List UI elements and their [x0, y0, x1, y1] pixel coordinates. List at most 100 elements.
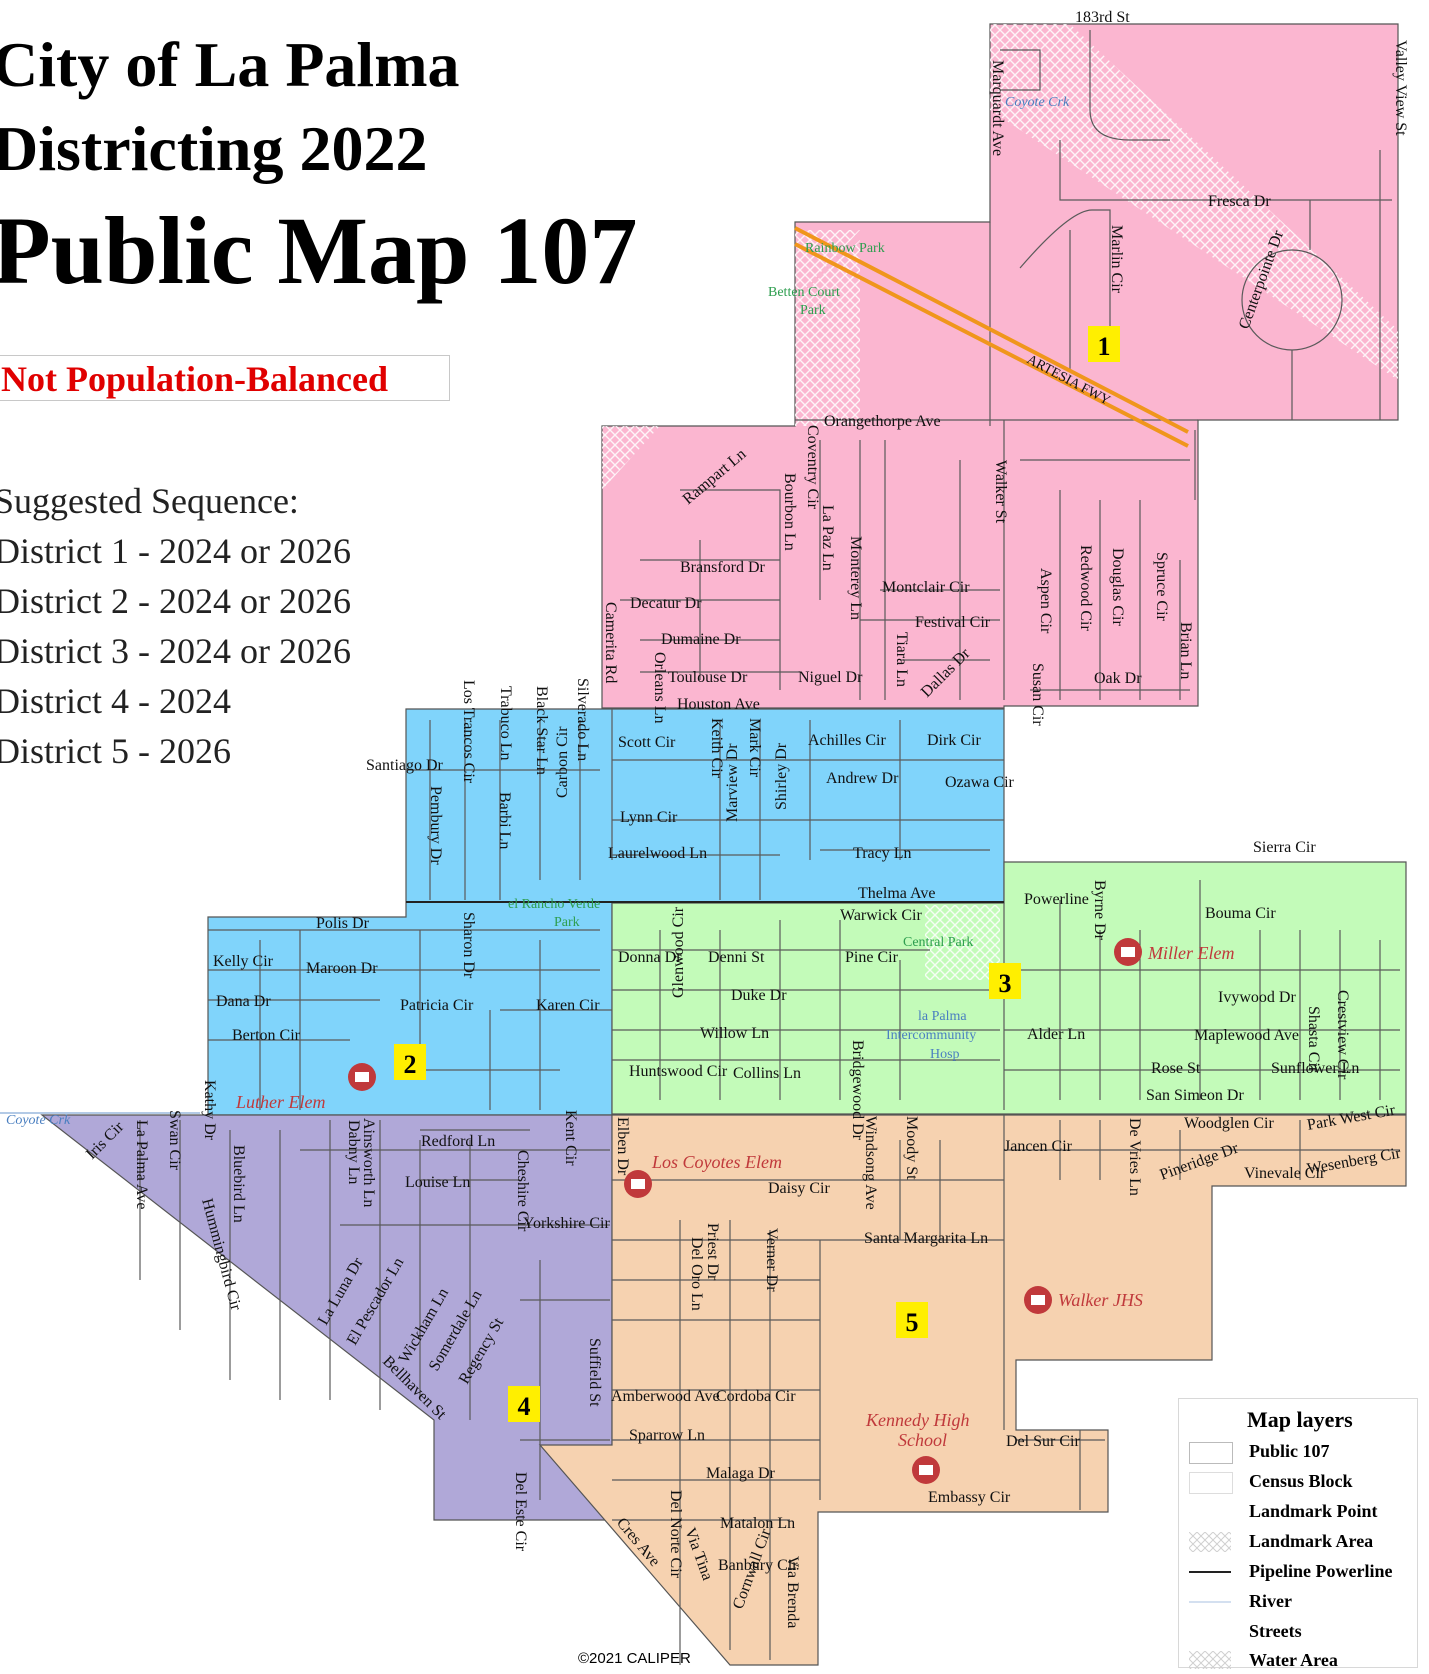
kennedy-school[interactable]: Kennedy High School [865, 1410, 969, 1484]
park-area-north [602, 426, 660, 490]
street-label: Del Este Cir [512, 1472, 529, 1552]
street-label: Marview Dr [724, 743, 741, 822]
street-label: Coventry Cir [804, 425, 821, 510]
street-label: Alder Ln [1027, 1026, 1085, 1043]
street-label: Ainsworth Ln [360, 1118, 377, 1207]
coyote-creek-area [990, 24, 1398, 380]
rainbow-park-label: Rainbow Park [805, 241, 885, 256]
street-label: Woodglen Cir [1184, 1115, 1274, 1132]
street-label: Monterey Ln [847, 536, 864, 620]
central-park-label: Central Park [903, 935, 973, 950]
street-label: Tracy Ln [853, 845, 912, 862]
walker-school[interactable]: Walker JHS [1024, 1286, 1143, 1314]
street-label: Festival Cir [915, 614, 991, 631]
suggested-sequence: Suggested Sequence: District 1 - 2024 or… [0, 476, 351, 776]
district-4-label: 4 [508, 1386, 540, 1422]
hospital-label-3: Hosp [930, 1047, 960, 1062]
legend-item-river[interactable]: River [1187, 1589, 1415, 1615]
street-label: Andrew Dr [826, 770, 899, 787]
street-label: Toulouse Dr [668, 669, 748, 686]
svg-text:2: 2 [404, 1050, 417, 1079]
street-label: Daisy Cir [768, 1180, 830, 1197]
artesia-freeway [794, 226, 1189, 448]
district-5-label: 5 [896, 1302, 928, 1338]
street-label: Dabny Ln [345, 1120, 362, 1184]
line-icon [1189, 1571, 1231, 1573]
legend-item-public-107[interactable]: Public 107 [1187, 1439, 1415, 1465]
street-label: Bluebird Ln [230, 1145, 247, 1223]
street-label: Los Trancos Cir [460, 680, 477, 784]
los-coyotes-school[interactable]: Los Coyotes Elem [624, 1152, 782, 1198]
legend-item-census-block[interactable]: Census Block [1187, 1469, 1415, 1495]
street-label: Oak Dr [1094, 670, 1142, 687]
street-label: Sharon Dr [460, 912, 477, 979]
street-label: Shirley Dr [773, 742, 790, 810]
street-label: Aspen Cir [1037, 568, 1054, 634]
walker-jhs-label: Walker JHS [1058, 1290, 1143, 1310]
betten-court-park-area [795, 240, 860, 426]
street-label: Bransford Dr [680, 559, 766, 576]
street-label: Donna Dr [618, 949, 682, 966]
hospital-label-1: la Palma [918, 1009, 967, 1024]
street-label: Bouma Cir [1205, 905, 1276, 922]
legend-item-pipeline-powerline[interactable]: Pipeline Powerline [1187, 1559, 1415, 1585]
street-label: Dirk Cir [927, 732, 981, 749]
street-label: Susan Cir [1029, 663, 1046, 726]
street-label: Scott Cir [618, 734, 676, 751]
luther-school[interactable]: Luther Elem [235, 1063, 376, 1112]
street-label: Cheshire Cir [514, 1150, 531, 1232]
box-icon [1189, 1472, 1233, 1494]
title-line-2: Districting 2022 [0, 113, 428, 184]
street-label: Kelly Cir [213, 953, 274, 970]
street-label: Berton Cir [232, 1027, 301, 1044]
street-label: Shasta Cir [1305, 1006, 1322, 1073]
district-5-area[interactable] [538, 1114, 1407, 1666]
street-label: Achilles Cir [808, 732, 886, 749]
street-label: Louise Ln [405, 1174, 470, 1191]
street-label: Ivywood Dr [1218, 989, 1296, 1006]
street-label: Carbon Cir [554, 726, 571, 798]
street-label: Redford Ln [421, 1133, 495, 1150]
population-badge: Not Population-Balanced [0, 355, 450, 401]
street-label: Fresca Dr [1208, 193, 1271, 210]
street-label: Dana Dr [216, 993, 271, 1010]
street-label: Swan Cir [166, 1110, 183, 1171]
street-label: Redwood Cir [1077, 545, 1094, 631]
legend-item-water-area[interactable]: Water Area [1187, 1648, 1415, 1674]
street-label: Collins Ln [733, 1065, 801, 1082]
street-label: Montclair Cir [882, 579, 970, 596]
street-label: Maroon Dr [306, 960, 378, 977]
svg-text:4: 4 [518, 1392, 531, 1421]
street-label: La Paz Ln [819, 505, 836, 571]
betten-court-park-label-2: Park [800, 303, 826, 318]
street-label: Bourbon Ln [781, 473, 798, 551]
district-2-label: 2 [394, 1044, 426, 1080]
legend-item-landmark-area[interactable]: Landmark Area [1187, 1529, 1415, 1555]
street-label: Keith Cir [708, 718, 725, 779]
legend-item-streets[interactable]: Streets [1249, 1621, 1302, 1641]
street-label: Sunflower Ln [1271, 1060, 1359, 1077]
street-label: Silverado Ln [574, 678, 591, 761]
sequence-item: District 4 - 2024 [0, 681, 231, 721]
street-label: Lynn Cir [620, 809, 678, 826]
street-label: Tiara Ln [893, 632, 910, 687]
street-label: Patricia Cir [400, 997, 474, 1014]
street-label: Mark Cir [746, 718, 763, 778]
street-label: Santa Margarita Ln [864, 1230, 988, 1247]
sequence-item: District 5 - 2026 [0, 731, 231, 771]
street-label: Barbi Ln [496, 792, 513, 849]
street-label: Orleans Ln [651, 652, 668, 724]
street-label: Del Oro Ln [688, 1237, 705, 1311]
svg-text:5: 5 [906, 1308, 919, 1337]
miller-school[interactable]: Miller Elem [1114, 938, 1234, 966]
street-label: Valley View St [1392, 40, 1409, 136]
street-label: Glenwood Cir [670, 906, 687, 998]
street-label: Pembury Dr [427, 786, 444, 865]
street-label: Embassy Cir [928, 1489, 1011, 1506]
street-label: Spruce Cir [1153, 552, 1170, 622]
box-icon [1189, 1442, 1233, 1464]
legend-item-landmark-point[interactable]: Landmark Point [1249, 1501, 1378, 1521]
street-label: Karen Cir [536, 997, 600, 1014]
district-1-label: 1 [1088, 326, 1120, 362]
